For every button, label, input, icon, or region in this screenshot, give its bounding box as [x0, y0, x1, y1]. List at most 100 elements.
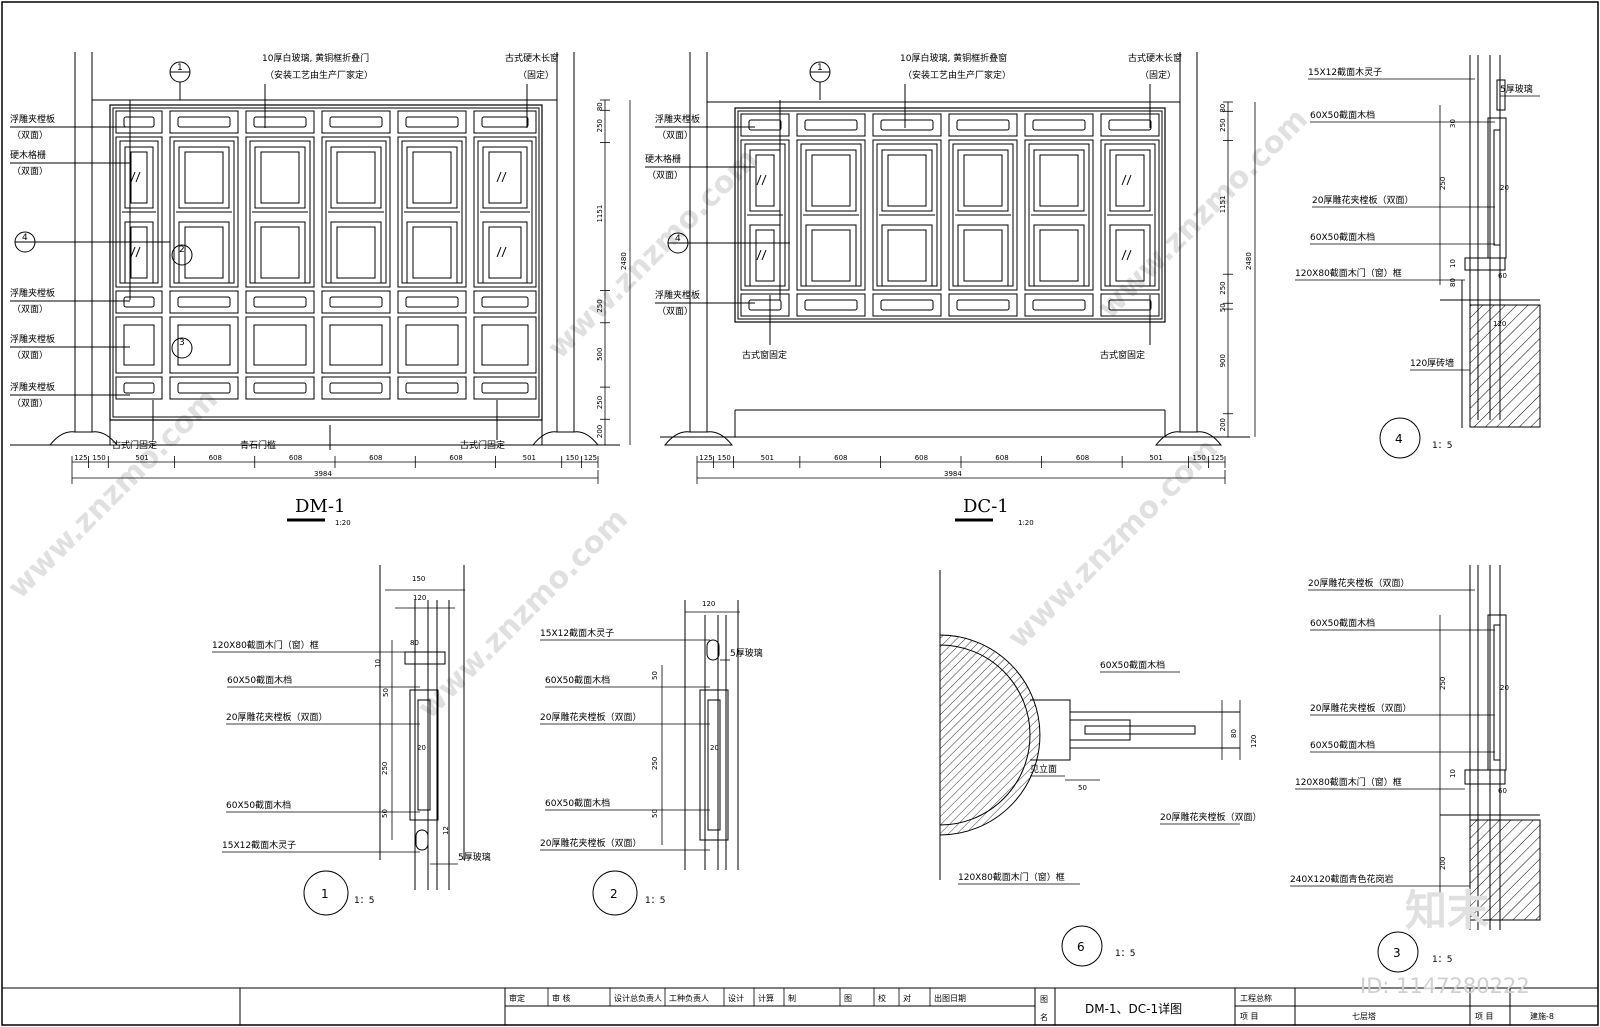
dm1-elevation: 10厚白玻璃, 黄铜框折叠门 （安装工艺由生产厂家定） 古式硬木长窗 （固定） … [10, 52, 631, 527]
glass-mark [501, 171, 507, 183]
detail-label: 60X50截面木档 [227, 674, 292, 686]
lower-panel [397, 376, 467, 400]
dm1-marker-3: 3 [179, 338, 185, 348]
detail-4: 15X12截面木灵子5厚玻璃60X50截面木档20厚雕花夹樘板（双面）60X50… [1295, 55, 1541, 459]
dc1-label-top-center-2: （安装工艺由生产厂家定） [903, 69, 1011, 81]
lattice-square [887, 229, 927, 282]
dc1-bottom-dimension-ticks [696, 456, 1226, 484]
detail-label: 5厚玻璃 [1500, 83, 1533, 95]
lower-panel [1024, 293, 1094, 317]
lower-panel [740, 293, 790, 317]
dm1-label-left-5b: （双面） [12, 398, 48, 409]
dc1-label-left-3b: （双面） [657, 306, 693, 317]
dim-value: 500 [596, 348, 604, 361]
lower-panel [169, 316, 239, 374]
dim-value: 125 [584, 454, 597, 462]
lattice-outer-square [957, 149, 1009, 212]
detail-label: 20厚雕花夹樘板（双面） [540, 837, 641, 849]
dm1-label-left-4b: （双面） [12, 350, 48, 361]
top-rail-insert [481, 116, 529, 128]
lattice-outer-square [1109, 149, 1151, 212]
dm1-label-top-right-2: （固定） [518, 69, 554, 81]
glass-mark [501, 246, 507, 258]
detail-2-labels: 15X12截面木灵子5厚玻璃60X50截面木档20厚雕花夹樘板（双面）60X50… [540, 627, 763, 851]
lattice-square [412, 226, 452, 279]
top-rail-panel [169, 110, 239, 134]
lower-panel [169, 290, 239, 314]
lattice-outer-square [124, 221, 154, 284]
detail-label: 120X80截面木门（窗）框 [212, 639, 319, 651]
panel-insert [804, 299, 858, 311]
lattice-square [184, 226, 224, 279]
lattice-square [963, 229, 1003, 282]
detail-2-scale: 1：5 [645, 896, 665, 906]
dim-value: 608 [995, 454, 1008, 462]
dim-value: 608 [209, 454, 222, 462]
tb-cell-label: 计算 [758, 993, 774, 1003]
top-rail-panel [397, 110, 467, 134]
tb-cell-label: 设计 [728, 993, 744, 1003]
lower-panel [397, 290, 467, 314]
lower-panel [321, 376, 391, 400]
dc1-label-left-1: 浮雕夹樘板 [655, 113, 700, 125]
glass-mark [1121, 249, 1127, 261]
detail-label: 15X12截面木灵子 [222, 839, 296, 851]
dc1-label-bottom-right: 古式窗固定 [1100, 349, 1145, 361]
lower-panel [245, 316, 315, 374]
panel-insert [956, 299, 1010, 311]
top-rail-panel [245, 110, 315, 134]
raised-panel [405, 324, 459, 366]
lattice-square [1115, 154, 1145, 207]
detail-label: 120X80截面木门（窗）框 [1295, 776, 1402, 788]
dim-value: 250 [596, 396, 604, 409]
dim-value: 608 [915, 454, 928, 462]
dm1-label-left-3: 浮雕夹樘板 [10, 287, 55, 299]
detail-dim-value: 250 [381, 762, 389, 775]
panel-insert [329, 382, 383, 394]
lattice-outer-square [805, 224, 857, 287]
lattice-square [412, 151, 452, 204]
panel-insert [177, 382, 231, 394]
dim-value: 150 [566, 454, 579, 462]
dim-value: 150 [92, 454, 105, 462]
top-rail-panel [740, 113, 790, 137]
top-rail-insert [804, 119, 858, 131]
glass-mark [135, 246, 141, 258]
dim-value: 608 [289, 454, 302, 462]
raised-panel [329, 324, 383, 366]
detail-label: 20厚雕花夹樘板（双面） [1310, 702, 1411, 714]
dm1-label-left-5: 浮雕夹樘板 [10, 381, 55, 393]
detail-dim-value: 60 [1498, 272, 1507, 280]
panel-insert [748, 299, 782, 311]
lattice-frame [1100, 139, 1160, 291]
detail-label: 5厚玻璃 [458, 851, 491, 863]
dc1-label-left-2b: （双面） [647, 170, 683, 181]
panel-insert [481, 296, 529, 308]
detail-label: 120X80截面木门（窗）框 [958, 871, 1065, 883]
detail-label: 60X50截面木档 [1310, 739, 1375, 751]
lower-panel [473, 376, 537, 400]
top-rail-panel [1024, 113, 1094, 137]
lattice-square [755, 154, 775, 207]
lattice-frame [740, 139, 790, 291]
glass-mark [1126, 249, 1132, 261]
lattice-outer-square [881, 224, 933, 287]
detail-3-labels: 20厚雕花夹樘板（双面）60X50截面木档20厚雕花夹樘板（双面）60X50截面… [1290, 577, 1495, 887]
dc1-marker-4: 4 [675, 234, 681, 244]
detail-dim-value: 20 [417, 744, 426, 752]
lattice-square [336, 151, 376, 204]
lattice-square [963, 154, 1003, 207]
detail-3-scale: 1：5 [1432, 955, 1452, 965]
lattice-square [1039, 154, 1079, 207]
dim-value: 80 [1219, 104, 1227, 113]
lattice-outer-square [881, 149, 933, 212]
dm1-label-top-center-2: （安装工艺由生产厂家定） [265, 69, 373, 81]
raised-panel [253, 324, 307, 366]
panel-insert [177, 296, 231, 308]
lattice-outer-square [406, 221, 458, 284]
detail-4-scale: 1：5 [1432, 441, 1452, 451]
detail-3: 20厚雕花夹樘板（双面）60X50截面木档20厚雕花夹樘板（双面）60X50截面… [1290, 565, 1541, 973]
